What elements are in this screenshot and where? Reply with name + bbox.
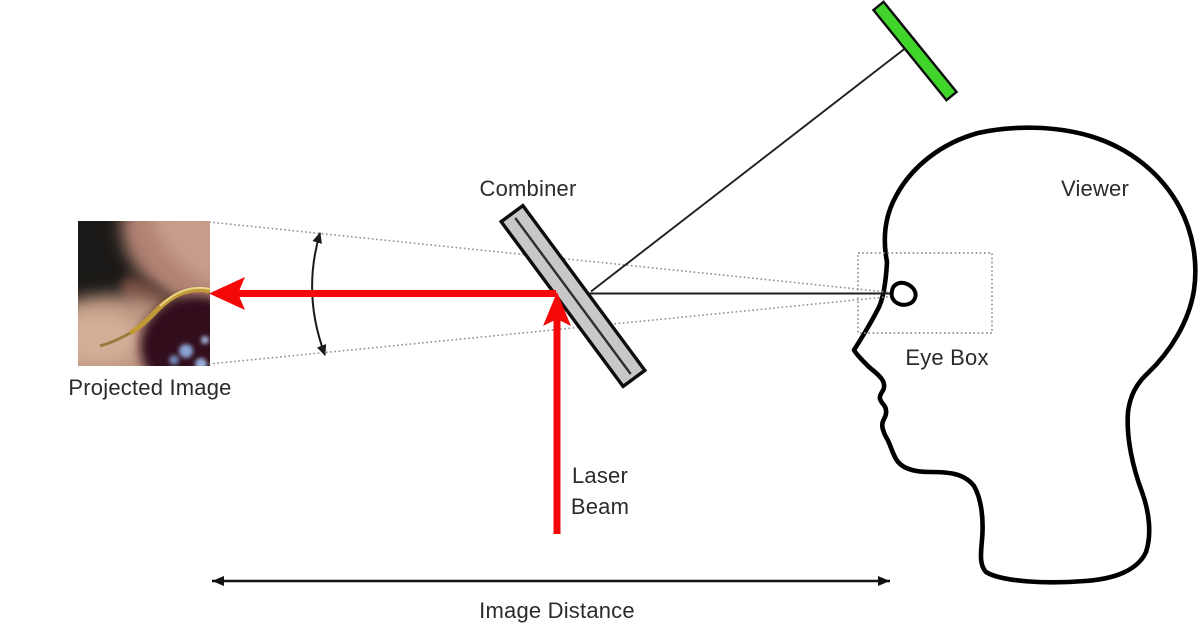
laser-left-arrowhead xyxy=(209,277,245,310)
projected-image-label: Projected Image xyxy=(68,375,232,400)
viewer-head-outline xyxy=(851,125,1198,585)
scan-mirror-to-combiner-line xyxy=(590,47,906,293)
eye-shape xyxy=(889,280,918,307)
combiner-label: Combiner xyxy=(479,176,577,201)
laser-beam-arrows xyxy=(209,277,571,534)
projected-image-photo xyxy=(78,221,210,366)
optical-path-lines xyxy=(589,47,906,295)
laser-up-arrowhead xyxy=(543,292,571,326)
scan-mirror-green-bar xyxy=(871,0,959,102)
laser-beam-label: Laser Beam xyxy=(570,463,630,519)
viewer-label: Viewer xyxy=(1060,176,1130,201)
combiner-plate xyxy=(498,203,648,389)
eye-box-label: Eye Box xyxy=(905,345,989,370)
image-distance-label: Image Distance xyxy=(479,598,635,623)
